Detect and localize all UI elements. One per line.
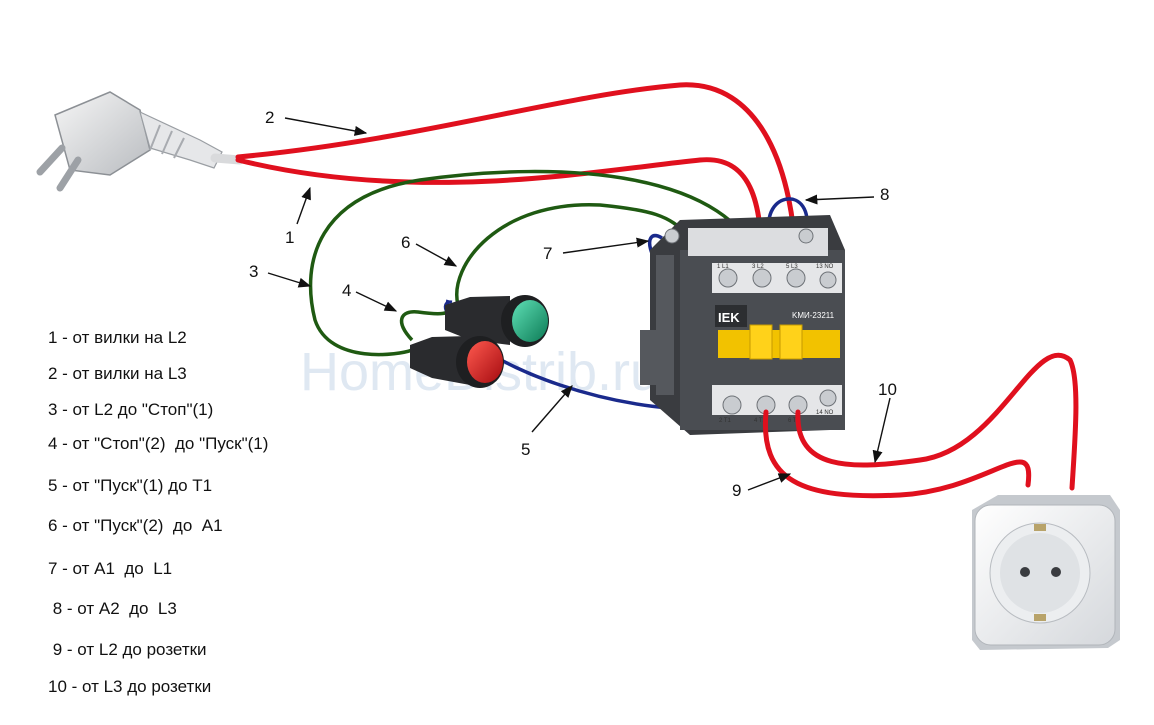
term-label-1: 1 L1 bbox=[717, 264, 729, 270]
wire-6 bbox=[455, 203, 690, 306]
wire-9 bbox=[762, 409, 1032, 499]
legend-item-5: 5 - от "Пуск"(1) до T1 bbox=[48, 476, 213, 495]
term-label-5: 5 L3 bbox=[786, 264, 798, 270]
term-label-6: 6 T3 bbox=[788, 418, 801, 424]
wire-number-7: 7 bbox=[543, 244, 552, 263]
legend-item-8: 8 - от A2 до L3 bbox=[48, 599, 177, 618]
wire-number-3: 3 bbox=[249, 262, 258, 281]
term-label-3: 3 L2 bbox=[752, 264, 764, 270]
legend-item-7: 7 - от A1 до L1 bbox=[48, 559, 173, 578]
contactor-model: KMИ-23211 bbox=[792, 311, 835, 320]
wire-number-2: 2 bbox=[265, 108, 274, 127]
annotation-arrows bbox=[267, 117, 891, 491]
term-label-4: 4 T2 bbox=[754, 418, 767, 424]
power-socket bbox=[972, 495, 1120, 650]
legend-item-4: 4 - от "Стоп"(2) до "Пуск"(1) bbox=[48, 434, 269, 453]
wire-10 bbox=[795, 352, 1079, 491]
wire-number-10: 10 bbox=[878, 380, 897, 399]
wiring-legend: 1 - от вилки на L2 2 - от вилки на L3 3 … bbox=[0, 0, 360, 720]
wire-2 bbox=[235, 82, 799, 275]
legend-item-1: 1 - от вилки на L2 bbox=[48, 328, 187, 347]
wire-number-6: 6 bbox=[401, 233, 410, 252]
stop-button bbox=[410, 336, 504, 388]
contactor-terminals-top bbox=[718, 268, 837, 289]
wire-number-8: 8 bbox=[880, 185, 889, 204]
legend-item-9: 9 - от L2 до розетки bbox=[48, 640, 207, 659]
term-label-2: 2 T1 bbox=[719, 418, 732, 424]
term-label-13: 13 NO bbox=[816, 264, 834, 270]
wire-numbers: 1 2 3 4 5 6 7 8 9 10 bbox=[249, 108, 897, 500]
wire-number-9: 9 bbox=[732, 481, 741, 500]
legend-item-6: 6 - от "Пуск"(2) до A1 bbox=[48, 516, 223, 535]
wire-number-4: 4 bbox=[342, 281, 351, 300]
wire-number-1: 1 bbox=[285, 228, 294, 247]
term-label-14: 14 NO bbox=[816, 410, 834, 416]
legend-item-2: 2 - от вилки на L3 bbox=[48, 364, 187, 383]
contactor-terminals-bottom bbox=[722, 389, 837, 415]
legend-item-3: 3 - от L2 до "Стоп"(1) bbox=[48, 400, 214, 419]
legend-item-10: 10 - от L3 до розетки bbox=[48, 677, 212, 696]
contactor-brand: IEK bbox=[718, 310, 740, 325]
wire-3 bbox=[308, 169, 764, 357]
contactor: IEK KMИ-23211 1 L1 3 L2 5 L3 13 NO 2 T1 … bbox=[640, 215, 845, 435]
wire-number-5: 5 bbox=[521, 440, 530, 459]
wire-1 bbox=[235, 157, 765, 275]
start-button bbox=[445, 295, 549, 347]
